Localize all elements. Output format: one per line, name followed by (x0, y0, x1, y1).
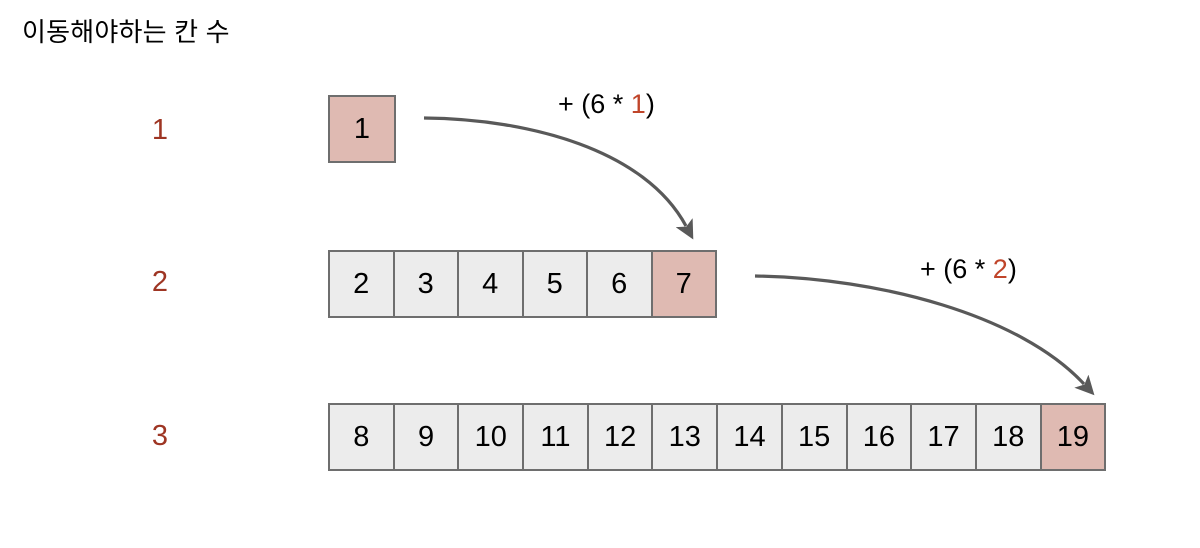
arrow-caption-2-multiplier: 2 (992, 254, 1008, 284)
arrow-caption-2-prefix: + (6 * (920, 254, 993, 284)
grid-cell[interactable]: 9 (392, 403, 460, 471)
grid-cell[interactable]: 1 (328, 95, 396, 163)
arrow-caption-1-multiplier: 1 (630, 89, 646, 119)
grid-cell[interactable]: 10 (457, 403, 525, 471)
grid-cell[interactable]: 19 (1039, 403, 1107, 471)
row-label-1: 1 (151, 114, 169, 146)
grid-cell[interactable]: 4 (457, 250, 524, 318)
row-label-2: 2 (151, 266, 169, 298)
grid-cell[interactable]: 6 (586, 250, 653, 318)
row-label-3: 3 (151, 420, 169, 452)
grid-cell[interactable]: 3 (392, 250, 459, 318)
arrow-row2-to-row3-icon (754, 274, 1095, 396)
arrow-caption-2-suffix: ) (1007, 254, 1017, 284)
grid-cell[interactable]: 17 (910, 403, 977, 471)
grid-cell[interactable]: 16 (845, 403, 913, 471)
grid-row-2: 2 3 4 5 6 7 (328, 250, 717, 318)
grid-cell[interactable]: 15 (780, 403, 848, 471)
grid-row-1: 1 (328, 95, 396, 163)
page-title: 이동해야하는 칸 수 (22, 17, 230, 47)
grid-cell[interactable]: 13 (651, 403, 719, 471)
grid-cell[interactable]: 14 (716, 403, 783, 471)
grid-cell[interactable]: 12 (586, 403, 654, 471)
arrow-caption-1-suffix: ) (645, 89, 655, 119)
grid-cell[interactable]: 2 (328, 250, 395, 318)
grid-cell[interactable]: 8 (328, 403, 395, 471)
arrow-caption-2: + (6 * 2) (920, 253, 1017, 285)
grid-cell[interactable]: 11 (522, 403, 589, 471)
arrow-caption-1-prefix: + (6 * (558, 89, 631, 119)
grid-cell[interactable]: 18 (974, 403, 1042, 471)
grid-row-3: 8 9 10 11 12 13 14 15 16 17 18 19 (328, 403, 1107, 471)
arrow-row1-to-row2-icon (423, 116, 694, 240)
grid-cell[interactable]: 5 (521, 250, 588, 318)
grid-cell[interactable]: 7 (650, 250, 717, 318)
arrow-caption-1: + (6 * 1) (558, 88, 655, 120)
